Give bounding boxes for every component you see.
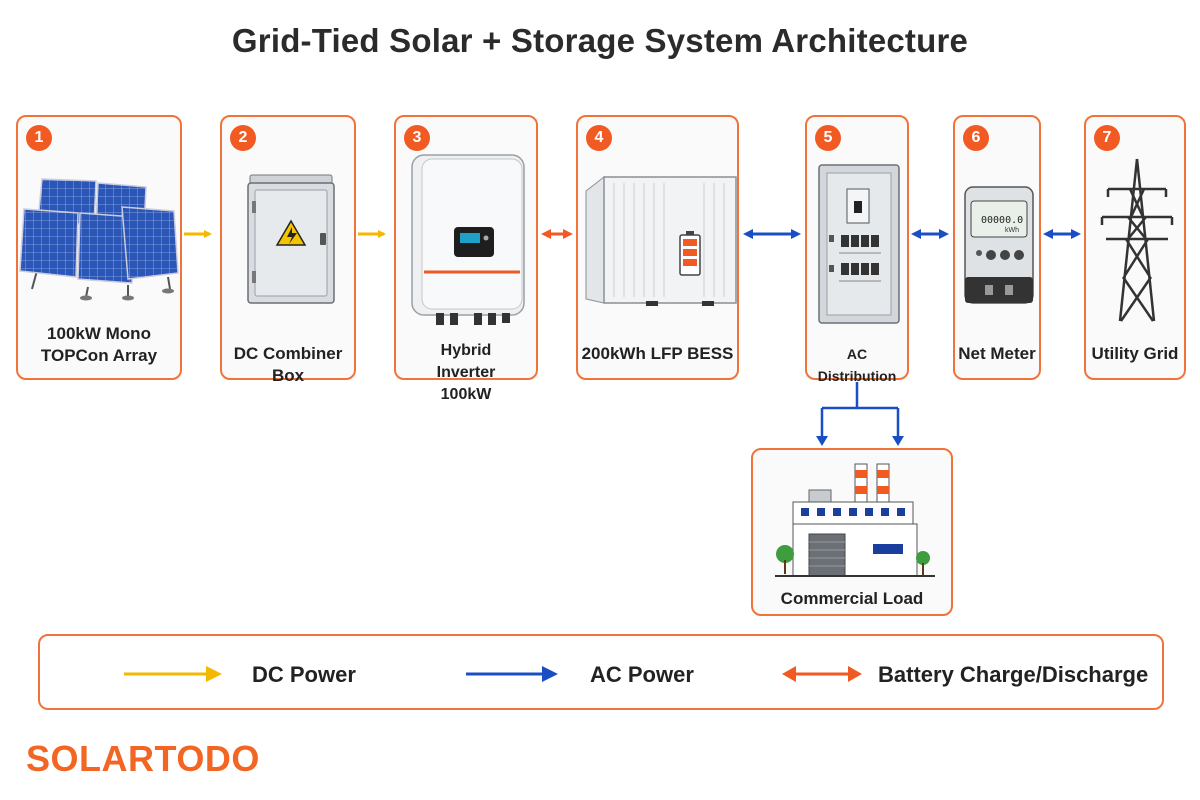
node-utility-grid: 7 Utility Grid bbox=[1084, 115, 1186, 380]
step-badge: 7 bbox=[1094, 125, 1120, 151]
node-net-meter: 6 00000.0 00000.0 kWh Net Meter bbox=[953, 115, 1041, 380]
legend-battery-label: Battery Charge/Discharge bbox=[878, 662, 1149, 687]
legend-dc-arrow-icon bbox=[124, 666, 222, 682]
diagram-title: Grid-Tied Solar + Storage System Archite… bbox=[231, 22, 969, 59]
transmission-tower-icon bbox=[1100, 158, 1174, 322]
solar-panel-icon bbox=[19, 178, 179, 301]
meter-unit: kWh bbox=[1005, 227, 1019, 234]
brand-logo: SOLARTODO bbox=[26, 738, 260, 779]
node-label: Net Meter bbox=[958, 344, 1036, 363]
node-label: Utility Grid bbox=[1091, 344, 1179, 363]
step-badge: 2 bbox=[230, 125, 256, 151]
legend-battery-arrow-icon bbox=[782, 666, 862, 682]
step-badge: 3 bbox=[404, 125, 430, 151]
node-commercial-load: Commercial Load bbox=[751, 448, 953, 616]
legend-ac-arrow-icon bbox=[466, 666, 558, 682]
legend-dc-label: DC Power bbox=[252, 662, 356, 687]
load-label: Commercial Load bbox=[780, 589, 924, 608]
node-label: 200kWh LFP BESS bbox=[581, 344, 734, 363]
distribution-panel-icon bbox=[818, 164, 900, 324]
node-label: AC Distribution bbox=[817, 346, 897, 384]
step-badge: 1 bbox=[26, 125, 52, 151]
node-dc-combiner: 2 DC Combiner Box bbox=[220, 115, 356, 385]
combiner-box-icon bbox=[247, 174, 335, 304]
node-label: Hybrid Inverter 100kW bbox=[436, 342, 496, 403]
node-label: 100kW Mono TOPCon Array bbox=[40, 324, 158, 365]
meter-reading: 00000.0 bbox=[981, 215, 1024, 226]
inverter-icon bbox=[411, 154, 525, 325]
node-solar-array: 1 100kW Mono TOPCon Array bbox=[16, 115, 182, 380]
step-badge: 5 bbox=[815, 125, 841, 151]
node-hybrid-inverter: 3 Hybrid Inverter 100kW bbox=[394, 115, 538, 403]
node-bess: 4 200kWh LFP BESS bbox=[576, 115, 739, 380]
legend: DC Power AC Power Battery Charge/Dischar… bbox=[38, 634, 1164, 710]
ac-load-feed bbox=[820, 382, 900, 440]
meter-readout: 00000.0 bbox=[981, 215, 1024, 226]
step-badge: 4 bbox=[586, 125, 612, 151]
step-badge: 6 bbox=[963, 125, 989, 151]
legend-ac-label: AC Power bbox=[590, 662, 694, 687]
node-ac-distribution: 5 AC Distribution bbox=[805, 115, 909, 384]
meter-icon bbox=[964, 186, 1034, 304]
factory-icon bbox=[775, 463, 935, 577]
battery-container-icon bbox=[585, 175, 737, 306]
node-label: DC Combiner Box bbox=[233, 344, 343, 385]
